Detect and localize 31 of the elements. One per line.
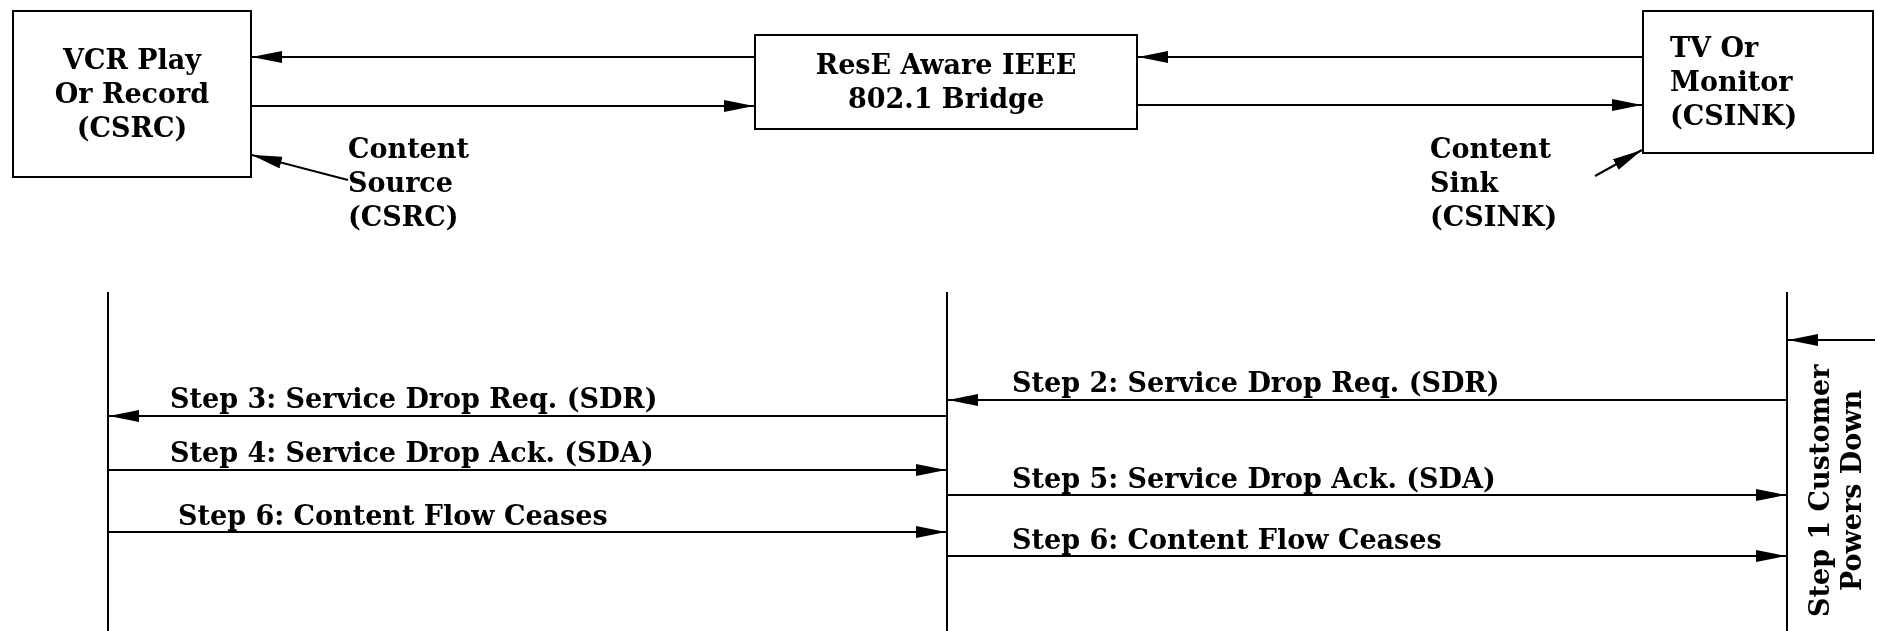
- arrow: [947, 394, 1787, 406]
- callout-text: Content Sink (CSINK): [1430, 132, 1595, 238]
- arrow: [251, 100, 755, 112]
- device-box: [1642, 10, 1874, 154]
- arrow: [947, 489, 1787, 501]
- box-label: VCR Play Or Record (CSRC): [53, 43, 211, 145]
- arrow: [947, 550, 1787, 562]
- bridge-box: [754, 34, 1138, 130]
- edge-label: Step 6: Content Flow Ceases: [1012, 525, 1442, 555]
- arrow: [1137, 99, 1643, 111]
- callout-text: Content Source (CSRC): [348, 132, 513, 238]
- edge-label: Step 4: Service Drop Ack. (SDA): [170, 438, 654, 468]
- arrow: [251, 51, 755, 63]
- arrow: [108, 526, 947, 538]
- leader-line: [1594, 149, 1643, 177]
- arrow: [1787, 334, 1876, 346]
- edge-label: Step 6: Content Flow Ceases: [178, 501, 608, 531]
- lifeline: [1786, 292, 1788, 631]
- arrow: [108, 464, 947, 476]
- leader-line: [251, 154, 349, 181]
- edge-label: Step 2: Service Drop Req. (SDR): [1012, 368, 1500, 398]
- edge-label: Step 5: Service Drop Ack. (SDA): [1012, 464, 1496, 494]
- lifeline: [946, 292, 948, 631]
- edge-label: Step 1 Customer Powers Down: [1804, 363, 1868, 619]
- edge-label: Step 3: Service Drop Req. (SDR): [170, 384, 658, 414]
- box-label: TV Or Monitor (CSINK): [1670, 31, 1799, 133]
- box-label: ResE Aware IEEE 802.1 Bridge: [814, 48, 1078, 116]
- arrow: [1137, 51, 1643, 63]
- arrow: [108, 410, 947, 422]
- device-box: [12, 10, 252, 178]
- lifeline: [107, 292, 109, 631]
